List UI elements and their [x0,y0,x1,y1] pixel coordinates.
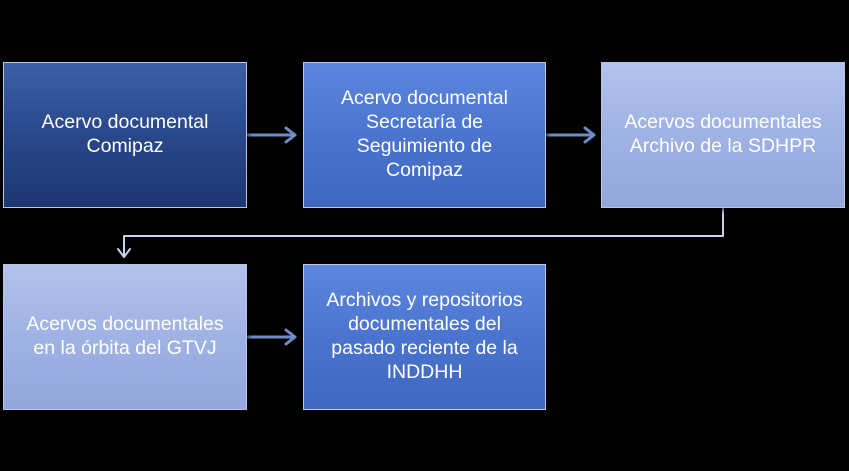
arrow-b4-b5 [246,328,297,346]
node-label: Acervo documental Secretaría de Seguimie… [341,87,508,181]
node-acervos-gtvj: Acervos documentales en la órbita del GT… [3,264,247,410]
elbow-connector-b3-b4 [117,208,724,258]
node-label: Acervos documentales Archivo de la SDHPR [624,111,822,157]
node-acervo-comipaz: Acervo documental Comipaz [3,62,247,208]
node-archivos-inddhh: Archivos y repositorios documentales del… [303,264,546,410]
node-label: Archivos y repositorios documentales del… [326,289,523,383]
arrow-b2-b3 [545,126,596,144]
node-acervo-secretaria: Acervo documental Secretaría de Seguimie… [303,62,546,208]
arrow-b1-b2 [246,126,297,144]
node-label: Acervos documentales en la órbita del GT… [26,313,224,359]
node-label: Acervo documental Comipaz [41,111,209,157]
node-acervos-sdhpr: Acervos documentales Archivo de la SDHPR [601,62,845,208]
